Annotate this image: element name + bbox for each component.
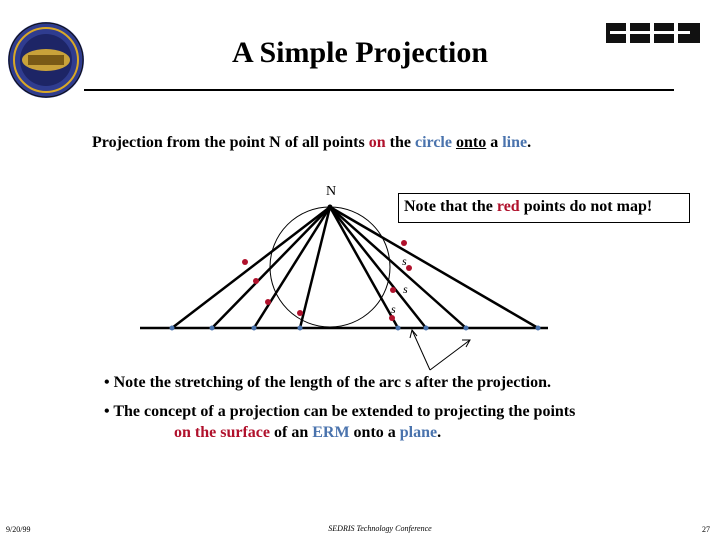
- bullet-stretching: • Note the stretching of the length of t…: [104, 374, 551, 391]
- projection-circle: [269, 206, 391, 328]
- bullet-part: .: [437, 424, 442, 441]
- projected-point: [297, 325, 303, 331]
- projection-ray: [329, 205, 539, 330]
- arc-s-label: s: [402, 254, 407, 268]
- bullet-plane: plane: [399, 424, 438, 441]
- arrow-head: [409, 328, 418, 339]
- intro-on: on: [368, 134, 386, 151]
- red-point: [265, 299, 271, 305]
- intro-part: Projection from the point N of all point…: [92, 134, 369, 151]
- footer-conference: SEDRIS Technology Conference: [328, 524, 432, 533]
- dmso-logo-icon: [606, 23, 700, 43]
- projection-ray: [328, 206, 400, 329]
- note-part: Note that the: [404, 198, 497, 215]
- intro-line: line: [502, 134, 528, 151]
- bullet-concept-continued: on the surface of an ERM onto a plane.: [174, 424, 441, 442]
- bullet-part: of an: [269, 424, 313, 441]
- projection-ray: [171, 206, 331, 329]
- red-point: [297, 310, 303, 316]
- projection-ray: [298, 206, 332, 329]
- projected-point: [251, 325, 257, 331]
- projection-ray: [252, 206, 332, 329]
- n-point: [327, 204, 333, 210]
- arc-s-label: s: [391, 302, 396, 316]
- projection-ray: [211, 206, 331, 329]
- footer-date: 9/20/99: [6, 525, 31, 534]
- projected-point: [395, 325, 401, 331]
- projected-point: [209, 325, 215, 331]
- note-red: red: [496, 198, 520, 215]
- page-title: A Simple Projection: [231, 36, 489, 69]
- projected-point: [535, 325, 541, 331]
- red-point: [389, 315, 395, 321]
- arc-s-label: s: [403, 282, 408, 296]
- arrow-line: [411, 329, 431, 371]
- intro-text: Projection from the point N of all point…: [92, 134, 531, 152]
- red-point: [406, 265, 412, 271]
- note-text: Note that the red points do not map!: [404, 198, 652, 216]
- projection-ray: [329, 206, 427, 329]
- bullet-erm: ERM: [312, 424, 350, 441]
- title-divider: [84, 89, 674, 91]
- intro-circle: circle: [414, 134, 452, 151]
- red-point: [242, 259, 248, 265]
- note-part: points do not map!: [519, 198, 653, 215]
- bullet-part: onto a: [349, 424, 400, 441]
- arrow-head: [462, 339, 471, 348]
- n-label: N: [326, 184, 337, 199]
- projection-rays: [171, 205, 539, 330]
- arrow-line: [429, 339, 471, 371]
- footer-page-number: 27: [702, 525, 710, 534]
- note-box: [398, 193, 690, 223]
- red-point: [390, 287, 396, 293]
- projected-points: [169, 325, 541, 331]
- bullet-surface: on the surface: [174, 424, 270, 441]
- red-points: [242, 204, 412, 321]
- projection-ray: [329, 206, 467, 329]
- bullet-concept: • The concept of a projection can be ext…: [104, 403, 576, 420]
- red-point: [401, 240, 407, 246]
- projected-point: [423, 325, 429, 331]
- projected-point: [463, 325, 469, 331]
- red-point: [253, 278, 259, 284]
- sedris-seal-logo-icon: [8, 22, 84, 98]
- intro-onto: onto: [455, 134, 487, 151]
- intro-part: a: [486, 134, 503, 151]
- stretch-arrows: [409, 328, 471, 371]
- intro-part: .: [527, 134, 532, 151]
- projected-point: [169, 325, 175, 331]
- intro-part: the: [385, 134, 415, 151]
